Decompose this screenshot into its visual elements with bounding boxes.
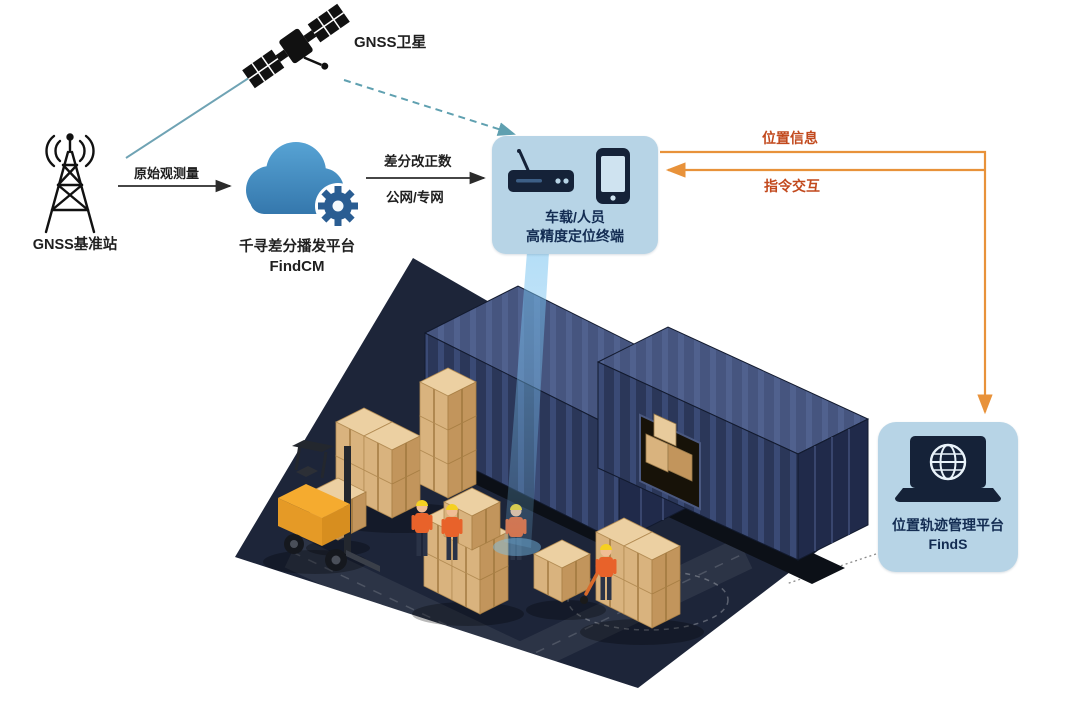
- management-label: 位置轨迹管理平台: [892, 517, 1004, 533]
- position-info-arrow: [660, 150, 993, 415]
- management-scene-link: [785, 553, 877, 585]
- satellite-label: GNSS卫星: [354, 34, 427, 51]
- positioning-beam-spot: [493, 538, 541, 556]
- raw-observation-label: 原始观测量: [134, 166, 200, 181]
- management-panel: 位置轨迹管理平台 FindS: [878, 422, 1018, 572]
- worker-with-pallet-jack: [580, 544, 617, 604]
- radio-tower-icon: [44, 133, 96, 234]
- cloud-platform-label: 千寻差分播发平台: [239, 239, 355, 255]
- forklift: [278, 440, 380, 572]
- shipping-container: [596, 326, 870, 561]
- management-product-label: FindS: [928, 535, 968, 552]
- laptop-globe-icon: [895, 436, 1001, 502]
- smartphone-icon: [596, 148, 630, 204]
- management-icon: [895, 436, 1001, 502]
- correction-label-line1: 差分改正数: [384, 154, 452, 169]
- positioning-beam: [504, 252, 549, 548]
- satellite-icon: [242, 3, 350, 89]
- terminal-icons: [508, 148, 630, 204]
- satellite-terminal-link: [343, 79, 516, 136]
- cloud-gear-icon: [246, 142, 361, 229]
- gear-icon: [318, 186, 358, 226]
- terminal-panel: 车载/人员 高精度定位终端: [492, 136, 658, 254]
- cloud-platform-product-label: FindCM: [269, 258, 325, 275]
- satellite-basestation-link: [125, 71, 259, 159]
- base-station-label: GNSS基准站: [32, 237, 118, 253]
- position-info-label: 位置信息: [762, 130, 818, 146]
- router-icon: [508, 149, 574, 192]
- command-interaction-label: 指令交互: [764, 178, 820, 194]
- correction-label-line2: 公网/专网: [386, 190, 444, 205]
- terminal-label-line2: 高精度定位终端: [526, 227, 624, 244]
- terminal-label-line1: 车载/人员: [545, 209, 605, 225]
